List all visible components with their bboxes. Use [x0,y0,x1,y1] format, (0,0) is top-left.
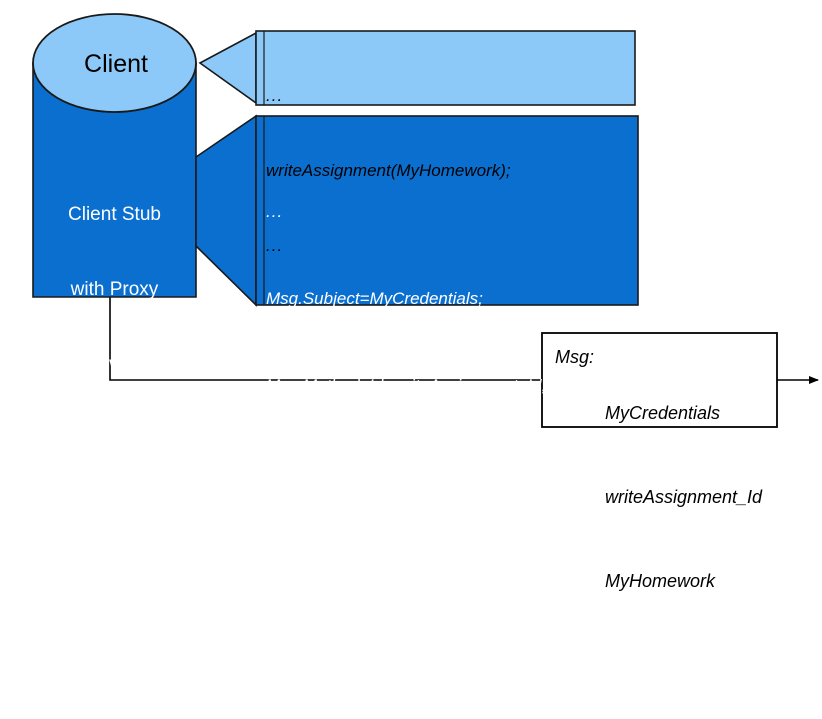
client-ellipse[interactable] [32,13,197,113]
client-code-callout-box[interactable] [255,30,636,106]
stub-code-line-2: Msg.Subject=MyCredentials; [266,289,483,308]
message-value-subject: MyCredentials [605,403,721,423]
stub-code-line-5: send(Server, Msg); [266,550,410,569]
message-box-label: Msg: [555,347,595,367]
client-code-text: ... writeAssignment(MyHomework); ... [266,33,626,308]
client-callout-tail [198,31,257,105]
diagram-canvas: Client Client Stub with Proxy (here with… [32,13,819,591]
client-code-line-1: ... [266,86,284,105]
stub-code-line-4: Msg.Params= MyHomework; [266,463,485,482]
stub-code-line-3: Msg.Method_Id=writeAssignment_Id; [266,376,547,395]
client-stub-label: Client Stub with Proxy (here without PEP… [33,152,196,502]
stub-code-line-1: ... [266,202,284,221]
stub-callout-tail [195,114,257,307]
stub-code-callout-box[interactable] [255,115,639,306]
client-code-line-2: writeAssignment(MyHomework); [266,161,511,180]
client-stub-label-line-1: Client Stub [68,204,161,225]
message-box[interactable] [541,332,778,428]
message-value-method-id: writeAssignment_Id [605,487,763,507]
client-stub-label-line-3: (here without [59,354,170,375]
stub-code-line-6: ... [266,637,284,656]
message-value-params: MyHomework [605,571,716,591]
stub-code-text: ... Msg.Subject=MyCredentials; Msg.Metho… [266,139,632,719]
client-stub-label-line-2: with Proxy [70,279,159,300]
diagram-vector-layer [32,13,819,428]
client-node-label: Client [84,50,148,78]
client-code-line-3: ... [266,236,284,255]
message-box-values: MyCredentials writeAssignment_Id MyHomew… [605,343,762,651]
